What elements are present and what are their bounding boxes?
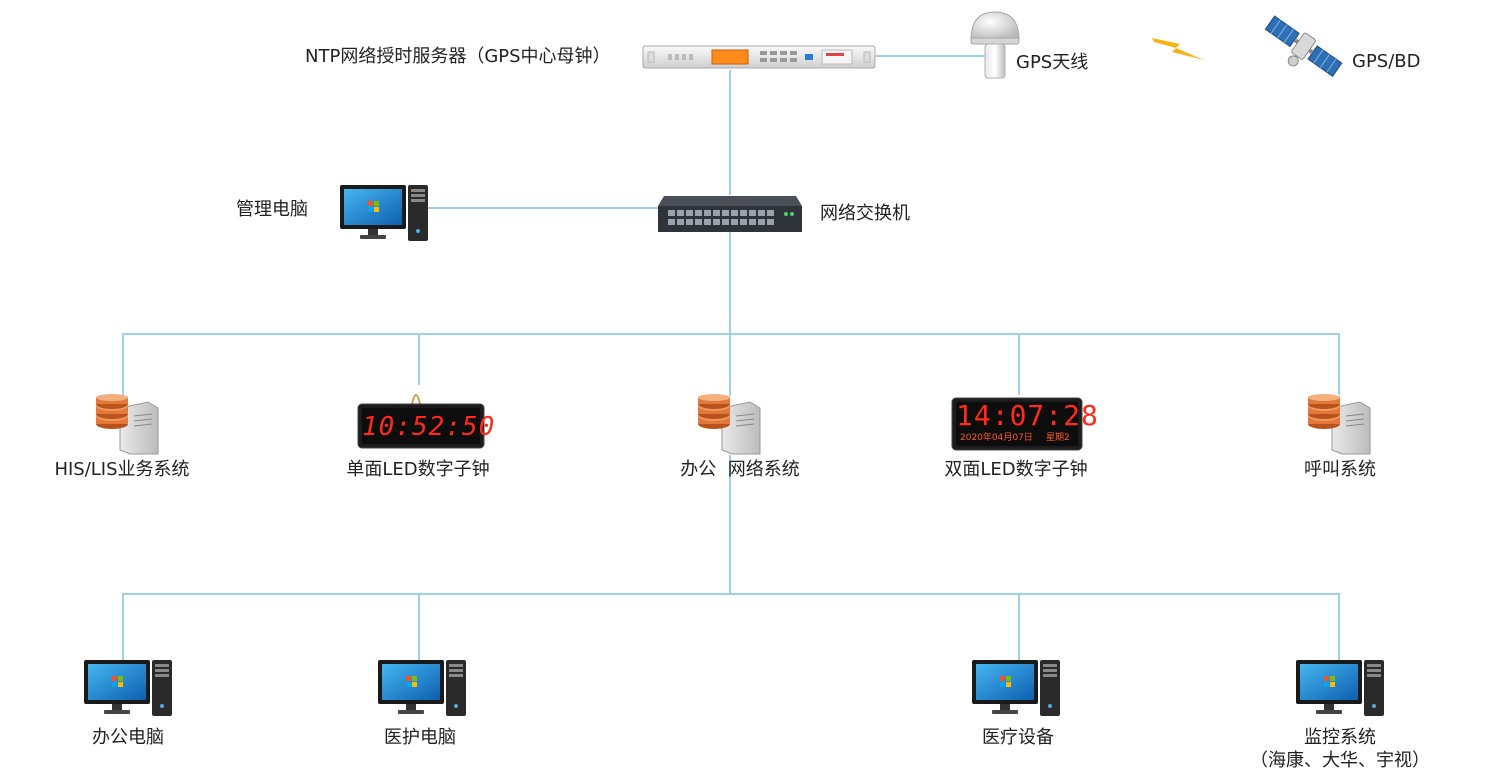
tier2-label-nurse-pc: 医护电脑 (384, 727, 456, 748)
tier2-label-monitor: 监控系统 (1304, 727, 1376, 748)
server-icon (1308, 394, 1371, 455)
bus-tier1 (122, 333, 1338, 335)
drop-tier2-1 (418, 593, 420, 660)
single-led-clock-icon (357, 394, 485, 449)
double-led-clock-icon (951, 397, 1083, 451)
double-led-week: 星期2 (1046, 433, 1070, 443)
tier2-label-office-pc: 办公电脑 (92, 727, 164, 748)
drop-tier1-0 (122, 333, 124, 395)
ntp-server-label: NTP网络授时服务器（GPS中心母钟） (305, 46, 611, 67)
line-switch-tier1 (729, 232, 731, 396)
tier1-label-his: HIS/LIS业务系统 (54, 459, 190, 480)
desktop-pc-icon (378, 660, 466, 716)
mgmt-pc-label: 管理电脑 (236, 199, 308, 220)
lightning-icon (1152, 38, 1204, 60)
tier2-label-medical: 医疗设备 (982, 727, 1054, 748)
tier1-label-office: 办公 网络系统 (680, 459, 800, 480)
network-switch-icon (658, 196, 802, 232)
drop-tier1-4 (1338, 333, 1340, 395)
bus-tier2 (122, 593, 1338, 595)
drop-tier2-0 (122, 593, 124, 660)
double-led-display: 14:07:28 (956, 399, 1099, 432)
tier1-label-single-led: 单面LED数字子钟 (346, 459, 490, 480)
server-icon (698, 394, 761, 455)
satellite-label: GPS/BD (1352, 51, 1421, 72)
double-led-date: 2020年04月07日 (960, 433, 1033, 443)
tier1-label-call: 呼叫系统 (1304, 459, 1376, 480)
drop-tier2-2 (1018, 593, 1020, 660)
rack-server-icon (642, 45, 876, 69)
switch-label: 网络交换机 (820, 203, 910, 224)
line-ntp-switch (729, 70, 731, 195)
server-icon (96, 394, 159, 455)
tier1-label-double-led: 双面LED数字子钟 (944, 459, 1088, 480)
tier2-label-monitor-sub: （海康、大华、宇视） (1250, 750, 1430, 771)
gps-antenna-icon (970, 11, 1020, 79)
drop-tier2-3 (1338, 593, 1340, 660)
line-ntp-antenna (875, 55, 987, 57)
desktop-pc-icon (1296, 660, 1384, 716)
gps-antenna-label: GPS天线 (1016, 52, 1089, 73)
drop-tier1-3 (1018, 333, 1020, 395)
single-led-display: 10:52:50 (362, 412, 496, 442)
desktop-pc-icon (84, 660, 172, 716)
line-office-tier2 (729, 455, 731, 593)
line-mgmt-switch (428, 207, 658, 209)
drop-tier1-1 (418, 333, 420, 385)
desktop-pc-icon (340, 185, 428, 241)
satellite-icon (1264, 15, 1343, 77)
desktop-pc-icon (972, 660, 1060, 716)
